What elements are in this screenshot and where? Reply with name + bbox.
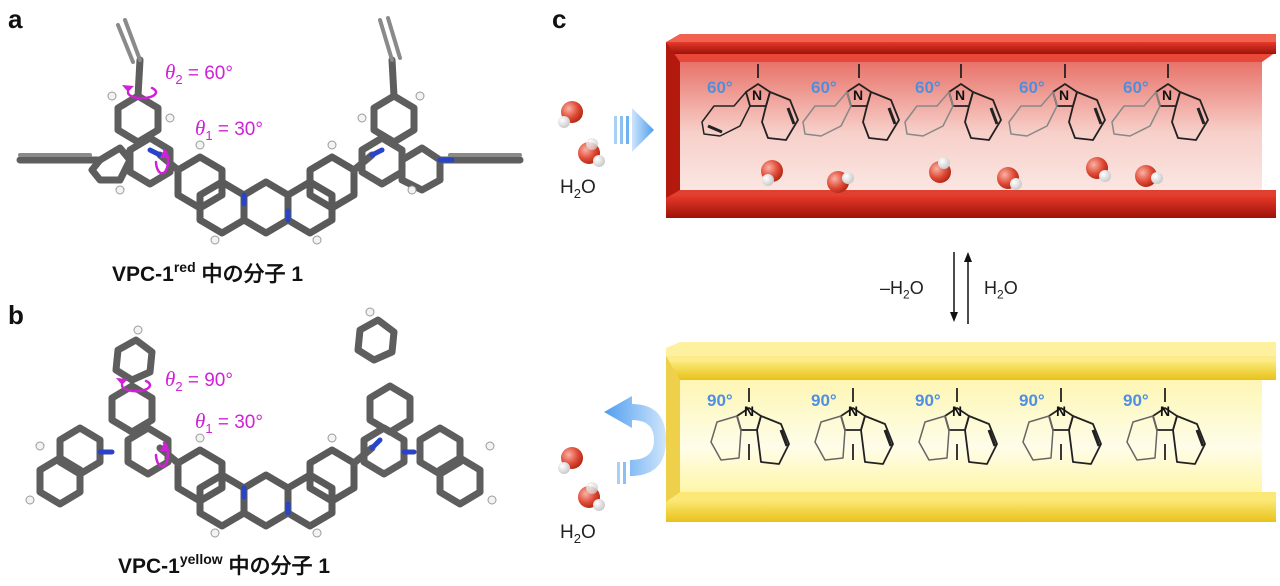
dehydration-label: –H2O xyxy=(880,278,924,302)
theta2-label-a: θ2 = 60° xyxy=(165,60,233,87)
n-label-yellow-4: N xyxy=(1056,403,1067,419)
theta1-label-a: θ1 = 30° xyxy=(195,116,263,143)
n-label-yellow-5: N xyxy=(1160,403,1171,419)
water-label-top: H2O xyxy=(560,177,596,201)
water-molecules xyxy=(558,101,1163,511)
carbazole-units-red xyxy=(701,64,1209,141)
angle-yellow-4: 90° xyxy=(1019,391,1045,410)
equilibrium-arrows xyxy=(950,252,972,324)
angle-yellow-1: 90° xyxy=(707,391,733,410)
n-label-yellow-1: N xyxy=(744,403,755,419)
angle-red-2: 60° xyxy=(811,78,837,97)
water-release-arrow xyxy=(604,396,666,484)
yellow-channel xyxy=(666,342,1276,522)
caption-a: VPC-1red 中の分子 1 xyxy=(112,259,304,286)
theta2-label-b: θ2 = 90° xyxy=(165,367,233,394)
angle-yellow-3: 90° xyxy=(915,391,941,410)
angle-yellow-2: 90° xyxy=(811,391,837,410)
molecule-yellow-model xyxy=(25,307,497,538)
angle-red-1: 60° xyxy=(707,78,733,97)
caption-b: VPC-1yellow 中の分子 1 xyxy=(118,551,331,578)
n-label-red-4: N xyxy=(1059,87,1070,103)
n-label-yellow-2: N xyxy=(848,403,859,419)
angle-yellow-5: 90° xyxy=(1123,391,1149,410)
n-label-red-3: N xyxy=(955,87,966,103)
panel-letter-c: c xyxy=(552,4,567,34)
carbazole-units-yellow xyxy=(710,388,1206,465)
n-label-red-2: N xyxy=(853,87,864,103)
angle-red-3: 60° xyxy=(915,78,941,97)
theta1-label-b: θ1 = 30° xyxy=(195,409,263,436)
n-label-red-1: N xyxy=(752,87,763,103)
panel-letter-a: a xyxy=(8,4,23,34)
red-channel xyxy=(666,34,1276,218)
n-label-red-5: N xyxy=(1162,87,1173,103)
water-label-bottom: H2O xyxy=(560,522,596,546)
water-uptake-arrow xyxy=(614,108,654,152)
panel-letter-b: b xyxy=(8,300,24,330)
hydration-label: H2O xyxy=(984,278,1018,302)
angle-red-4: 60° xyxy=(1019,78,1045,97)
n-label-yellow-3: N xyxy=(952,403,963,419)
angle-red-5: 60° xyxy=(1123,78,1149,97)
molecule-red-model xyxy=(16,16,524,245)
